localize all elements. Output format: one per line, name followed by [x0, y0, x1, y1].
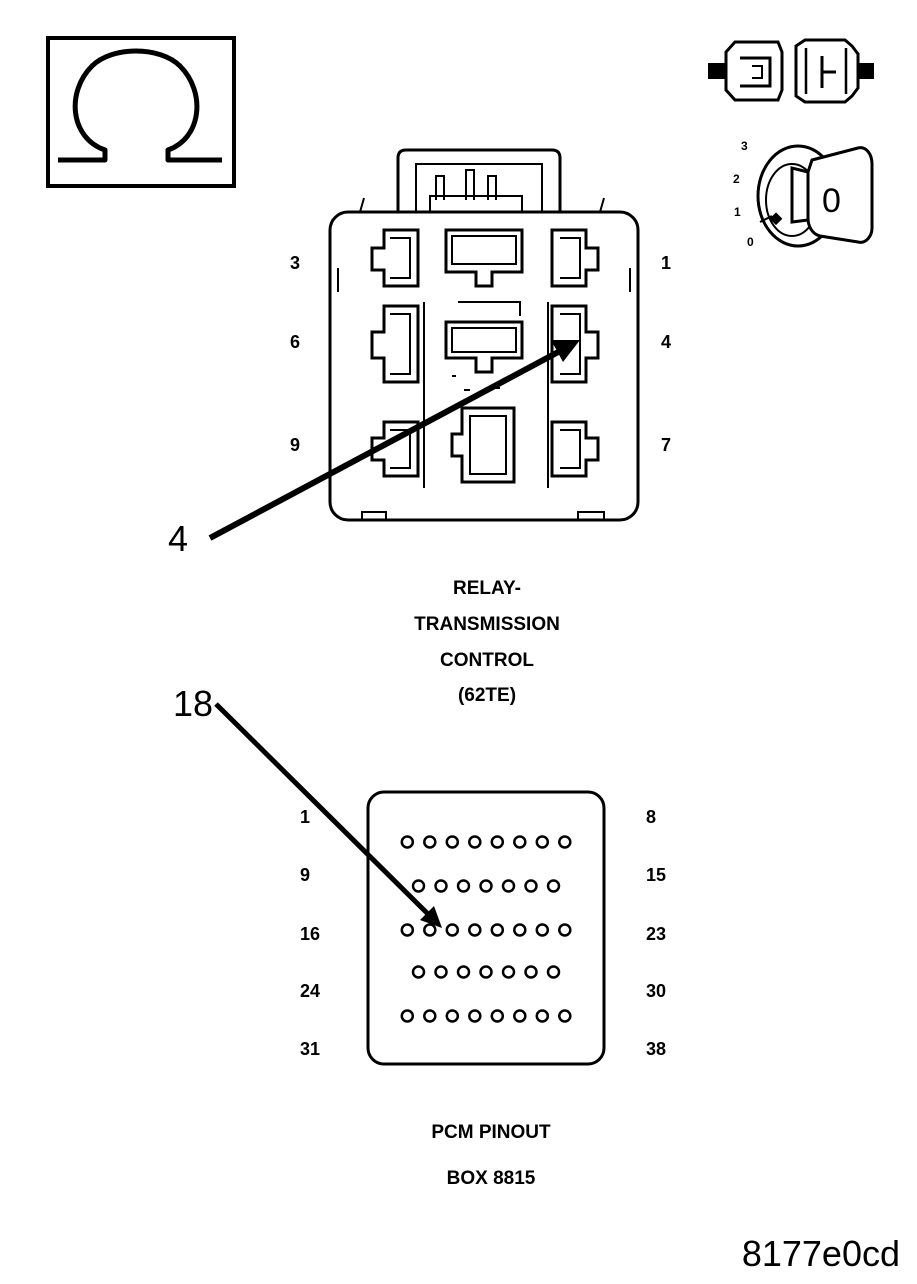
pcm-pin	[456, 965, 471, 979]
pcm-pin	[445, 1009, 460, 1023]
pcm-row-end-label: 38	[646, 1039, 666, 1059]
relay-connector-body	[328, 148, 640, 522]
pcm-pin	[558, 835, 572, 849]
pcm-pin	[513, 1009, 527, 1023]
pcm-pin	[411, 879, 426, 893]
pcm-pin	[479, 965, 493, 979]
pcm-row-start-label: 31	[300, 1039, 320, 1059]
relay-cavity-6	[370, 304, 420, 384]
pcm-pin	[468, 835, 482, 849]
pcm-pin	[445, 923, 460, 937]
pcm-caption: PCM PINOUT BOX 8815	[431, 1122, 551, 1189]
pcm-row-end-label: 30	[646, 981, 666, 1001]
pcm-pin	[558, 1009, 572, 1023]
relay-pin-label-3: 3	[290, 253, 300, 273]
pcm-pin	[423, 923, 437, 937]
pcm-pin	[400, 923, 415, 937]
pcm-pin	[468, 923, 482, 937]
pcm-pin	[490, 835, 505, 849]
relay-cavity-3	[370, 228, 420, 288]
pcm-row-start-label: 16	[300, 924, 320, 944]
relay-pin-label-6: 6	[290, 332, 300, 352]
pcm-row-end-label: 15	[646, 865, 666, 885]
relay-cavity-bottom-center	[450, 406, 516, 484]
pcm-pin	[535, 923, 550, 937]
pcm-pin	[558, 923, 572, 937]
relay-pin-label-7: 7	[661, 435, 671, 455]
pcm-pin	[501, 965, 516, 979]
pcm-pin	[546, 879, 561, 893]
relay-cavity-9	[370, 420, 420, 478]
figure-id: 8177e0cd	[742, 1233, 900, 1274]
ignition-position-0: 0	[747, 235, 754, 249]
ignition-key-label: 0	[822, 182, 841, 220]
relay-pin-label-1: 1	[661, 253, 671, 273]
pcm-pin	[423, 1009, 437, 1023]
pcm-pin	[400, 1009, 415, 1023]
pcm-pin	[423, 835, 437, 849]
relay-pin-label-4: 4	[661, 332, 671, 352]
relay-pointer-label: 4	[168, 518, 188, 559]
pcm-pointer-label: 18	[173, 683, 213, 724]
pcm-caption-line: PCM PINOUT	[431, 1122, 551, 1143]
pcm-row-end-label: 8	[646, 807, 656, 827]
pcm-pin	[490, 1009, 505, 1023]
relay-caption: RELAY- TRANSMISSION CONTROL (62TE)	[414, 578, 560, 706]
pcm-pin	[513, 835, 527, 849]
relay-pointer-arrow	[208, 340, 580, 541]
pcm-pin	[513, 923, 527, 937]
pcm-pin	[445, 835, 460, 849]
relay-caption-line: CONTROL	[440, 650, 534, 671]
relay-cavity-top-center	[444, 228, 524, 288]
pcm-pin	[456, 879, 471, 893]
relay-caption-line: TRANSMISSION	[414, 614, 560, 635]
pcm-pin	[535, 835, 550, 849]
pcm-row-start-label: 24	[300, 981, 320, 1001]
pcm-pointer-arrow	[214, 702, 442, 928]
pcm-pin	[524, 879, 538, 893]
pcm-pin-grid	[400, 835, 572, 1023]
pcm-pin	[546, 965, 561, 979]
relay-cavity-1	[550, 228, 600, 288]
pcm-pin	[501, 879, 516, 893]
pcm-row-start-label: 1	[300, 807, 310, 827]
relay-caption-line: (62TE)	[458, 685, 516, 706]
ohmmeter-icon	[46, 36, 236, 188]
relay-cavity-7	[550, 420, 600, 478]
pcm-pin	[524, 965, 538, 979]
pcm-row-start-label: 9	[300, 865, 310, 885]
pcm-pin	[479, 879, 493, 893]
disconnected-connector-icon	[708, 38, 874, 104]
pcm-pin	[468, 1009, 482, 1023]
pcm-pin	[400, 835, 415, 849]
pcm-pin	[535, 1009, 550, 1023]
ignition-key-icon	[756, 144, 874, 248]
pcm-pin	[434, 965, 448, 979]
ignition-position-2: 2	[733, 172, 740, 186]
pcm-row-end-label: 23	[646, 924, 666, 944]
pcm-pin	[434, 879, 448, 893]
relay-cavity-center	[444, 320, 524, 374]
pcm-pin	[411, 965, 426, 979]
pcm-connector-body	[366, 790, 606, 1066]
relay-caption-line: RELAY-	[453, 578, 521, 599]
relay-pin-label-9: 9	[290, 435, 300, 455]
ignition-position-3: 3	[741, 139, 748, 153]
pcm-caption-line: BOX 8815	[447, 1168, 536, 1189]
ignition-position-1: 1	[734, 205, 741, 219]
pcm-pin	[490, 923, 505, 937]
relay-cavity-4	[550, 304, 600, 384]
